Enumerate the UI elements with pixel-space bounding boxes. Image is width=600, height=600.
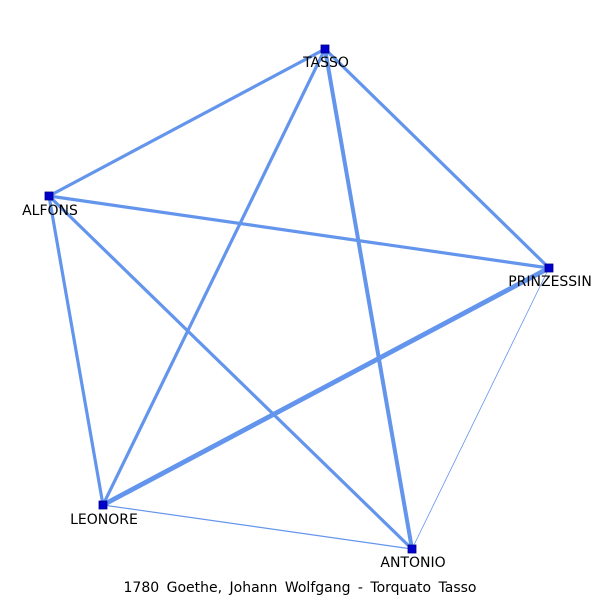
- edge-alfons-prinzessin: [47, 194, 551, 270]
- edge-alfons-antonio: [47, 194, 414, 551]
- node-label-alfons: ALFONS: [22, 203, 78, 219]
- nodes-layer: [44, 44, 554, 554]
- edge-leonore-antonio: [102, 504, 413, 550]
- edge-prinzessin-antonio: [411, 267, 550, 550]
- labels-layer: TASSO ALFONS PRINZESSIN LEONORE ANTONIO: [22, 55, 592, 571]
- edge-tasso-leonore: [101, 47, 327, 507]
- edge-tasso-prinzessin: [323, 47, 551, 270]
- node-tasso: [320, 44, 330, 54]
- edges-layer: [47, 47, 552, 551]
- node-label-prinzessin: PRINZESSIN: [508, 274, 592, 290]
- edge-prinzessin-leonore: [100, 265, 552, 508]
- edge-alfons-leonore: [47, 194, 105, 507]
- node-alfons: [44, 191, 54, 201]
- node-label-antonio: ANTONIO: [380, 555, 445, 571]
- edge-tasso-alfons: [47, 47, 327, 198]
- node-label-tasso: TASSO: [302, 55, 349, 71]
- node-label-leonore: LEONORE: [70, 512, 138, 528]
- node-leonore: [98, 500, 108, 510]
- node-prinzessin: [544, 263, 554, 273]
- node-antonio: [407, 544, 417, 554]
- edge-tasso-antonio: [323, 47, 414, 551]
- diagram-caption: 1780 Goethe, Johann Wolfgang - Torquato …: [123, 580, 477, 596]
